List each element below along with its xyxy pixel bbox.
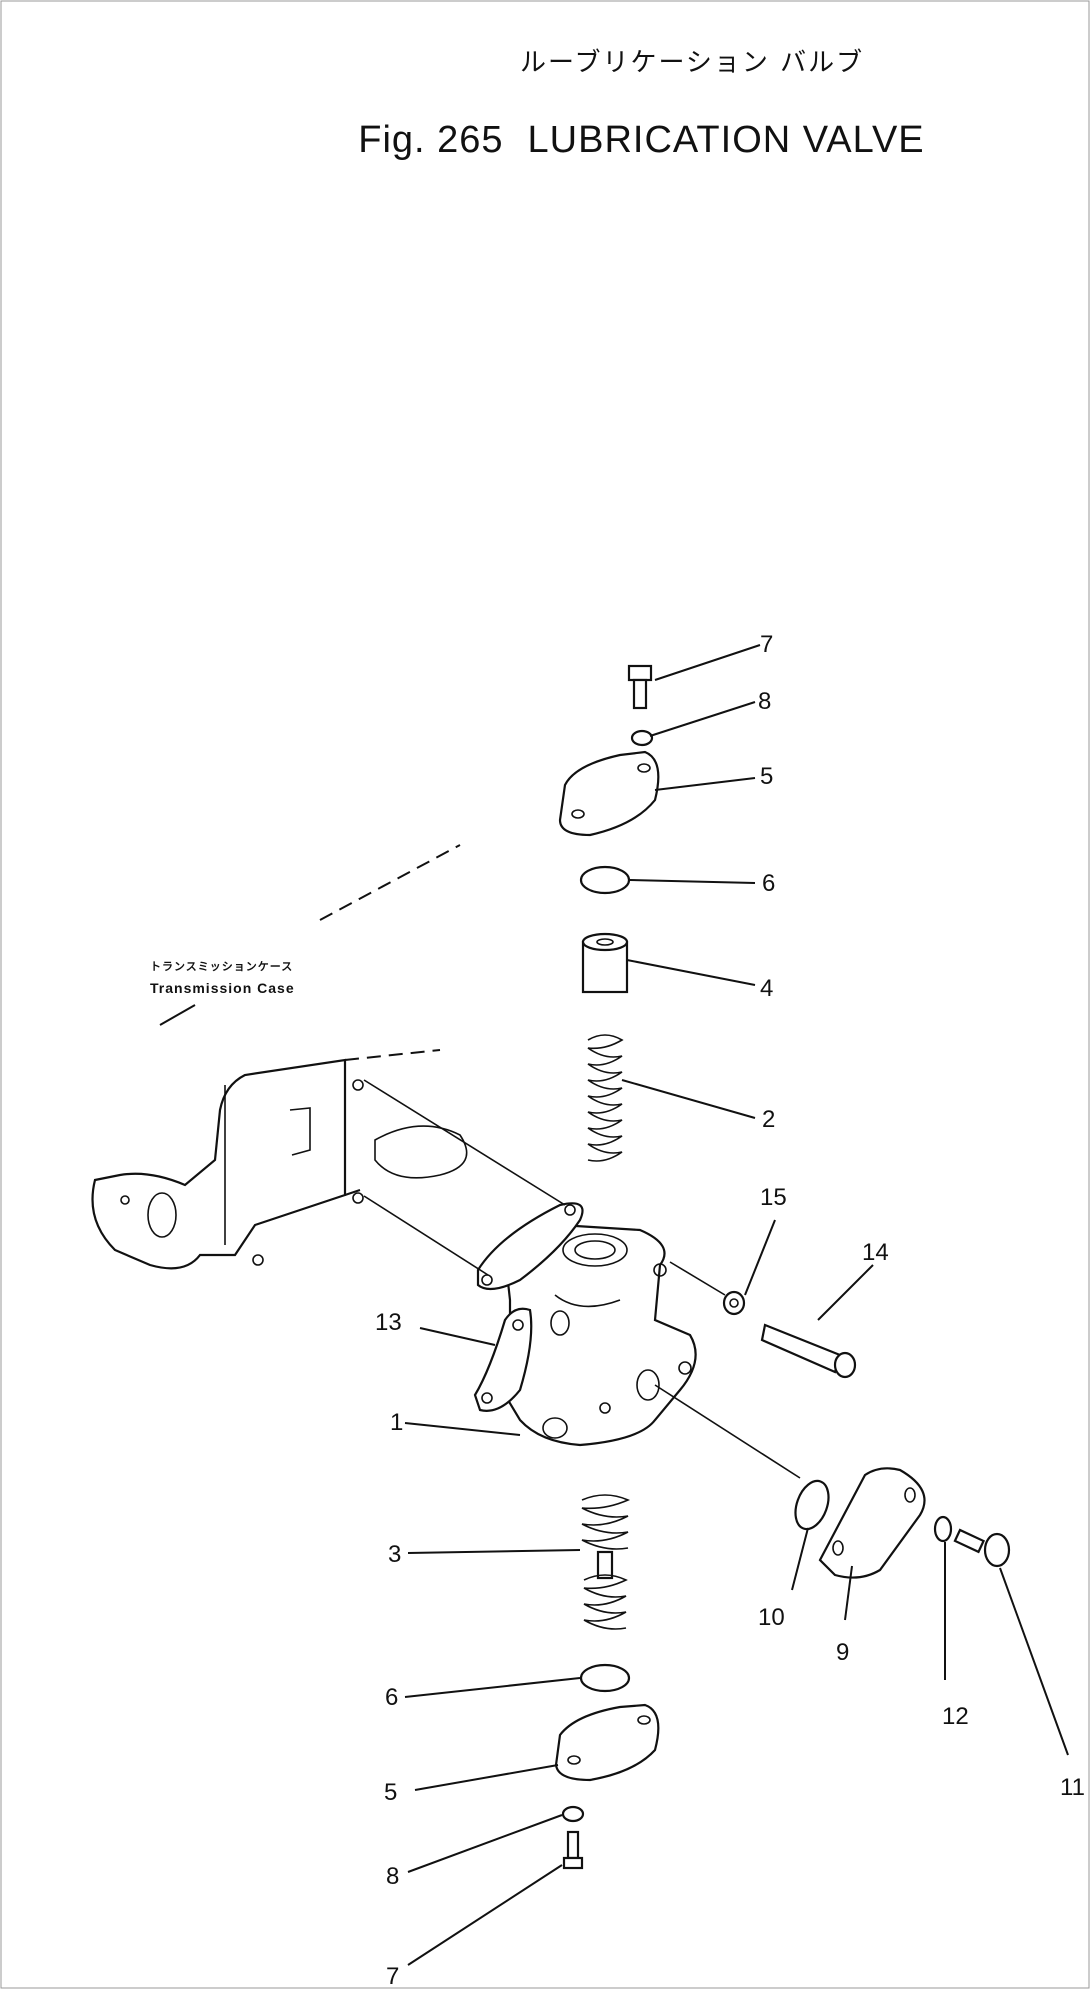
- label-part-10: 10: [758, 1604, 785, 1631]
- label-part-3: 3: [388, 1541, 401, 1568]
- label-part-6-bottom: 6: [385, 1684, 398, 1711]
- part-14-stud: [760, 1323, 857, 1379]
- part-1-valve-body: [499, 1223, 697, 1447]
- part-8-washer-bottom: [561, 1805, 585, 1823]
- transmission-case-label: Transmission Case: [150, 980, 295, 996]
- part-5-cover-top: [558, 750, 660, 837]
- part-6-o-ring-top: [579, 865, 631, 895]
- label-part-15: 15: [760, 1184, 787, 1211]
- part-3-valve-spool: [581, 1494, 631, 1630]
- label-part-13: 13: [375, 1309, 402, 1336]
- label-part-8-bottom: 8: [386, 1863, 399, 1890]
- label-part-5-top: 5: [760, 763, 773, 790]
- part-13-gasket: [473, 1307, 533, 1412]
- label-part-6-top: 6: [762, 870, 775, 897]
- label-part-12: 12: [942, 1703, 969, 1730]
- label-part-9: 9: [836, 1639, 849, 1666]
- assembly-leader-lines: [363, 1079, 801, 1479]
- label-part-7-bottom: 7: [386, 1963, 399, 1989]
- part-8-washer-top: [630, 729, 654, 747]
- part-12-washer-side: [933, 1515, 953, 1543]
- label-part-8-top: 8: [758, 688, 771, 715]
- label-part-2: 2: [762, 1106, 775, 1133]
- part-6-o-ring-bottom: [579, 1663, 631, 1693]
- part-10-o-ring-side: [794, 1479, 830, 1531]
- part-5-cover-bottom: [554, 1703, 660, 1782]
- part-7-bolt-bottom: [562, 1830, 584, 1870]
- figure-title: Fig. 265 LUBRICATION VALVE: [312, 76, 925, 205]
- part-9-cover-side: [818, 1467, 926, 1579]
- transmission-case-japanese-label: トランスミッションケース: [150, 960, 294, 973]
- callout-leaders: [404, 644, 1069, 1966]
- label-part-1: 1: [390, 1409, 403, 1436]
- label-part-14: 14: [862, 1239, 889, 1266]
- part-15-nut: [722, 1290, 746, 1316]
- label-part-7-top: 7: [760, 631, 773, 658]
- transmission-case-leader: [159, 844, 461, 1026]
- japanese-title: ルーブリケーション バルブ: [520, 48, 865, 78]
- part-2-spring: [587, 1034, 624, 1162]
- label-part-11: 11: [1060, 1774, 1085, 1801]
- part-11-bolt-side: [953, 1528, 1011, 1568]
- figure-number: Fig. 265: [358, 119, 504, 161]
- part-4-spool: [581, 932, 629, 994]
- label-part-5-bottom: 5: [384, 1779, 397, 1806]
- part-7-bolt-top: [627, 664, 653, 710]
- transmission-case-drawing: [91, 1049, 468, 1270]
- figure-name: LUBRICATION VALVE: [527, 119, 925, 161]
- label-part-4: 4: [760, 975, 773, 1002]
